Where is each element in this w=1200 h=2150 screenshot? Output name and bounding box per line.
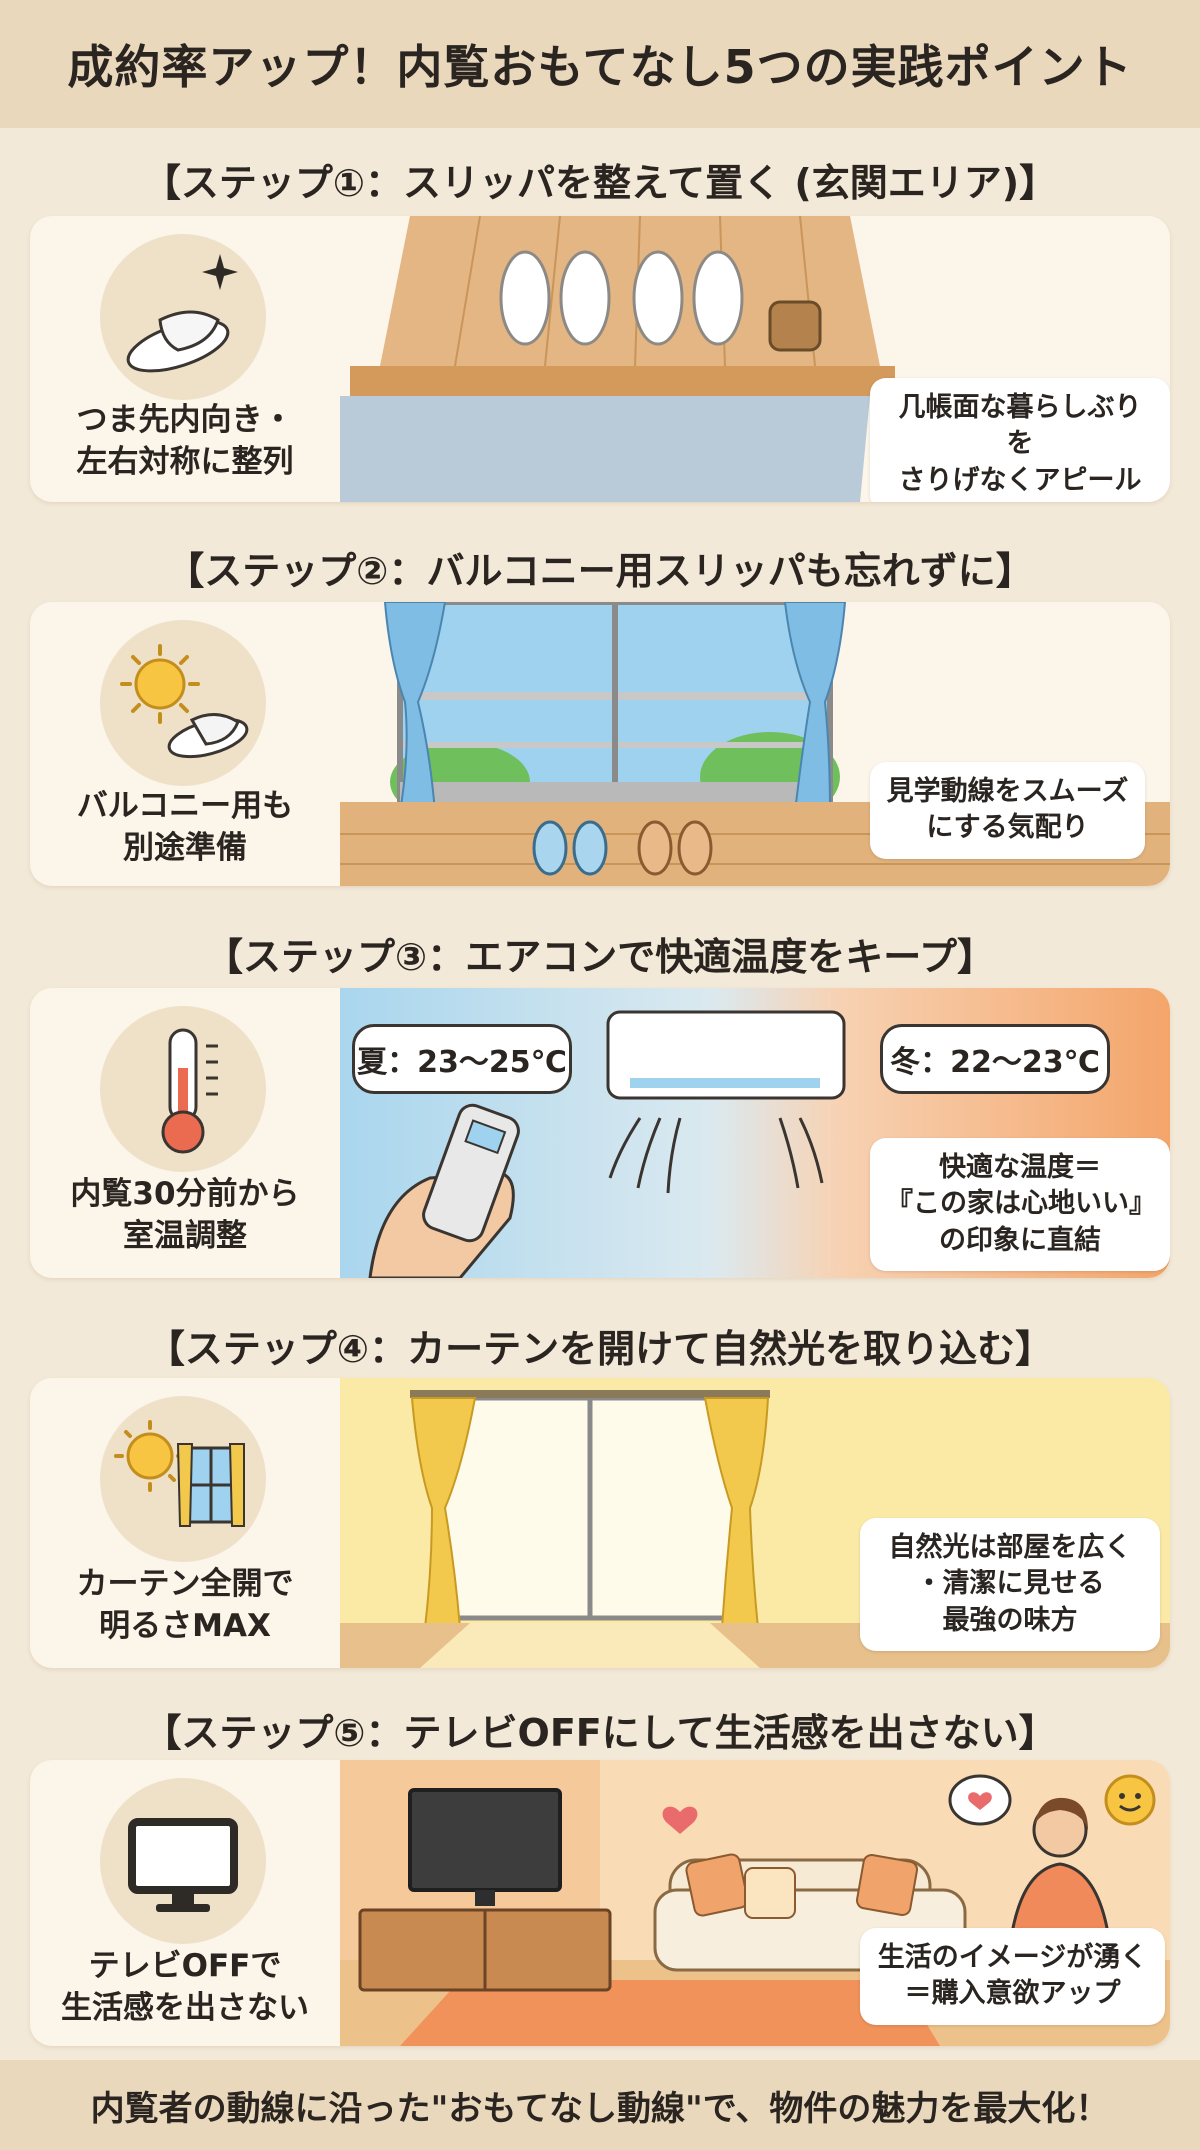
step-4-left: カーテン全開で 明るさMAX: [30, 1378, 340, 1668]
step-5-card: テレビOFFで 生活感を出さない: [30, 1760, 1170, 2046]
step-2-heading: 【ステップ②：バルコニー用スリッパも忘れずに】: [166, 549, 1034, 593]
tv-icon: [100, 1778, 266, 1944]
step-1-left: つま先内向き・ 左右対称に整列: [30, 216, 340, 502]
step-2-scene-balcony: 見学動線をスムーズ にする気配り: [340, 602, 1170, 886]
footer-text: 内覧者の動線に沿った"おもてなし動線"で、物件の魅力を最大化！: [90, 2088, 1110, 2129]
step-3-left: 内覧30分前から 室温調整: [30, 988, 340, 1278]
sun-slipper-icon: [100, 620, 266, 786]
winter-temp-bubble: 冬：22〜23℃: [880, 1024, 1110, 1094]
step-4-heading: 【ステップ④：カーテンを開けて自然光を取り込む】: [146, 1327, 1054, 1371]
step-5-scene-living: 生活のイメージが湧く ＝購入意欲アップ: [340, 1760, 1170, 2046]
step-5-left: テレビOFFで 生活感を出さない: [30, 1760, 340, 2046]
summer-temp-bubble: 夏：23〜25℃: [352, 1024, 572, 1094]
title-bar: 成約率アップ！内覧おもてなし5つの実践ポイント: [0, 0, 1200, 128]
step-1-note: 几帳面な暮らしぶりを さりげなくアピール: [870, 378, 1170, 502]
step-3-scene-aircon: 夏：23〜25℃ 冬：22〜23℃ 快適な温度＝ 『この家は心地いい』 の印象に…: [340, 988, 1170, 1278]
step-5-note: 生活のイメージが湧く ＝購入意欲アップ: [860, 1928, 1165, 2025]
step-2-note: 見学動線をスムーズ にする気配り: [870, 762, 1145, 859]
thermometer-icon: [100, 1006, 266, 1172]
step-1-card: つま先内向き・ 左右対称に整列 几帳面な暮らしぶりを さりげなくアピール: [30, 216, 1170, 502]
sun-window-icon: [100, 1396, 266, 1562]
step-3-card: 内覧30分前から 室温調整: [30, 988, 1170, 1278]
footer-bar: 内覧者の動線に沿った"おもてなし動線"で、物件の魅力を最大化！: [0, 2060, 1200, 2150]
step-1-heading: 【ステップ①：スリッパを整えて置く (玄関エリア)】: [142, 161, 1058, 205]
step-2-card: バルコニー用も 別途準備 見学動線をスムーズ にする気配り: [30, 602, 1170, 886]
step-5-caption: テレビOFFで 生活感を出さない: [61, 1948, 309, 2026]
step-4-caption: カーテン全開で 明るさMAX: [76, 1566, 294, 1644]
step-2-caption: バルコニー用も 別途準備: [76, 788, 294, 866]
step-4-card: カーテン全開で 明るさMAX 自然光は部屋を広く ・清潔に見せる 最強の味方: [30, 1378, 1170, 1668]
step-4-note: 自然光は部屋を広く ・清潔に見せる 最強の味方: [860, 1518, 1160, 1652]
step-3-heading: 【ステップ③：エアコンで快適温度をキープ】: [205, 935, 995, 979]
step-3-caption: 内覧30分前から 室温調整: [70, 1176, 300, 1254]
step-4-scene-curtain: 自然光は部屋を広く ・清潔に見せる 最強の味方: [340, 1378, 1170, 1668]
slipper-icon: [100, 234, 266, 400]
step-5-heading: 【ステップ⑤：テレビOFFにして生活感を出さない】: [143, 1711, 1057, 1755]
page-title: 成約率アップ！内覧おもてなし5つの実践ポイント: [67, 40, 1133, 94]
step-3-note: 快適な温度＝ 『この家は心地いい』 の印象に直結: [870, 1138, 1170, 1272]
step-2-left: バルコニー用も 別途準備: [30, 602, 340, 886]
step-1-caption: つま先内向き・ 左右対称に整列: [76, 402, 294, 480]
step-1-scene-entrance: 几帳面な暮らしぶりを さりげなくアピール: [340, 216, 1170, 502]
